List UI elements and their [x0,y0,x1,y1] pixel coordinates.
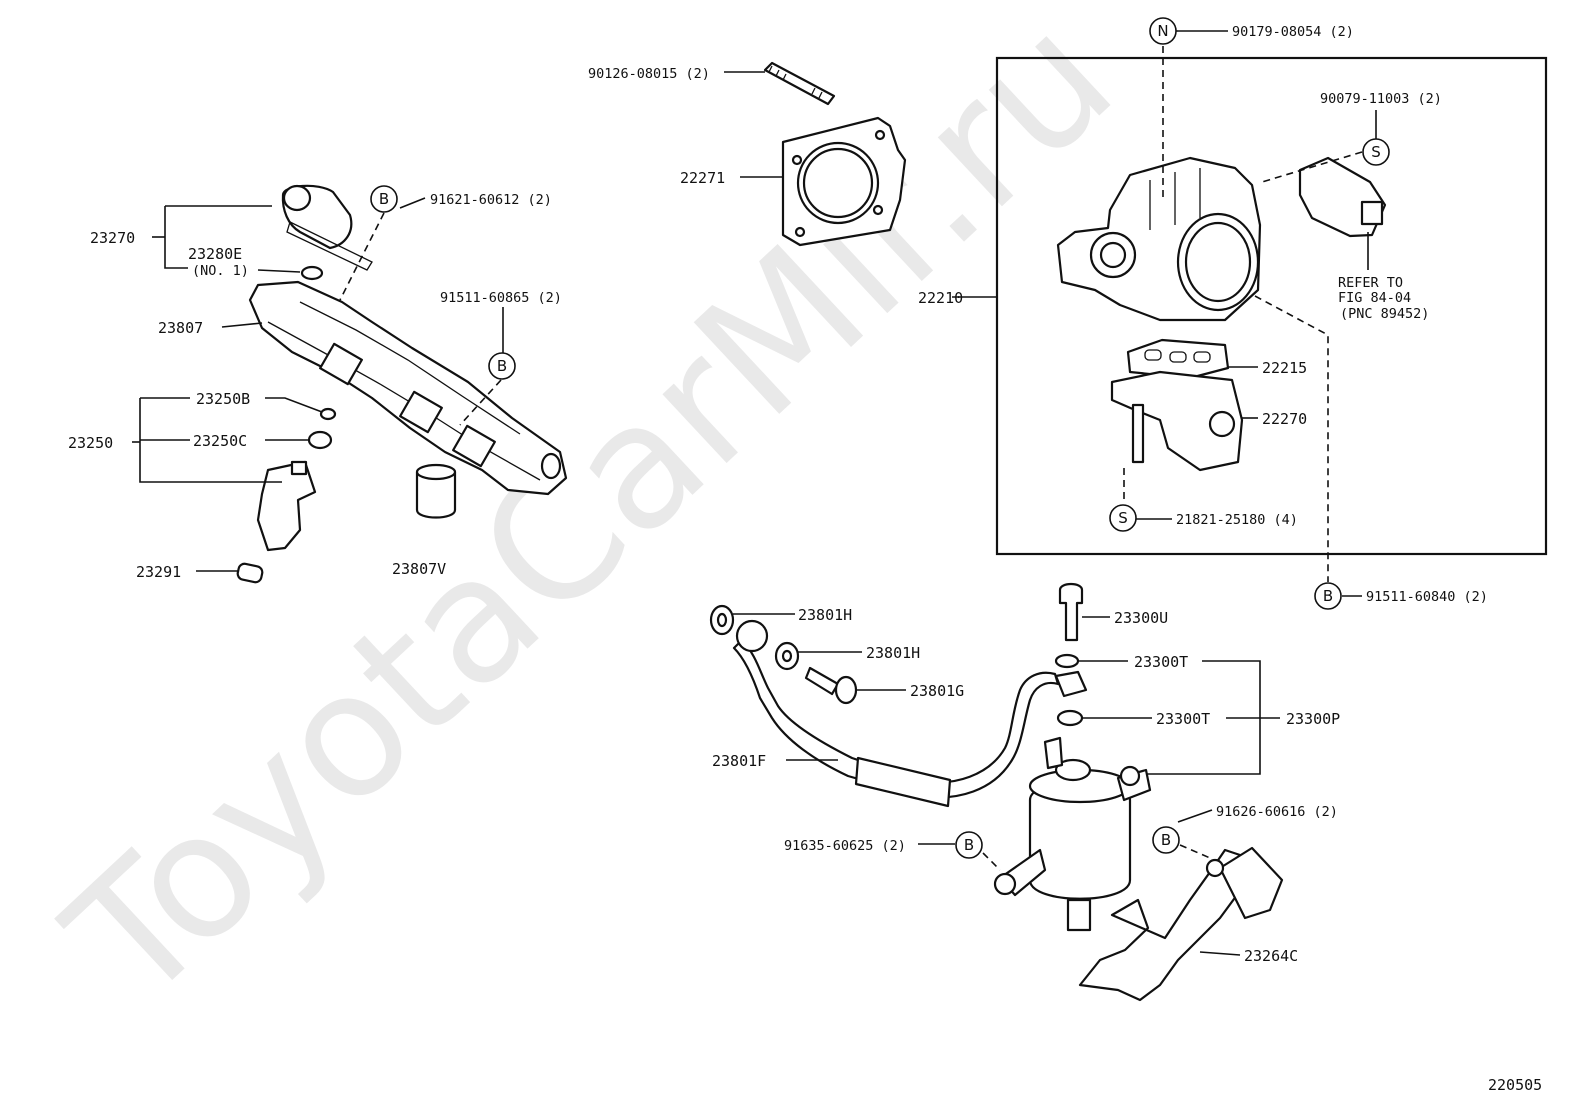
label-23807v: 23807V [392,560,446,578]
o-ring-23250b-drawing [319,407,337,421]
badge-b-5: B [1152,826,1180,854]
bottom-leaders [733,613,1280,956]
label-23250: 23250 [68,434,113,452]
filter-bolt-drawing [1058,582,1084,642]
label-23801h-1: 23801H [798,606,852,624]
figure-number: 220505 [1488,1076,1542,1094]
badge-n: N [1149,17,1177,45]
filter-gasket-2-drawing [1056,709,1084,727]
label-23801f: 23801F [712,752,766,770]
label-22210: 22210 [918,289,963,307]
fuel-rail-group [236,184,568,584]
filter-bracket-drawing [1078,848,1257,1002]
label-21821: 21821-25180 (4) [1176,512,1298,528]
svg-text:B: B [497,357,507,375]
insulator-23250c-drawing [307,430,333,450]
o-ring-23280e-drawing [300,265,324,281]
svg-text:B: B [1323,587,1333,605]
svg-text:S: S [1371,143,1381,161]
badge-b-2: B [488,352,516,380]
isc-valve-gasket-drawing [1126,338,1230,380]
svg-text:B: B [379,190,389,208]
throttle-gasket-group [724,61,907,247]
label-22270: 22270 [1262,410,1307,428]
label-22271: 22271 [680,169,725,187]
label-91511-60840: 91511-60840 (2) [1366,589,1488,605]
label-23300u: 23300U [1114,609,1168,627]
label-90179: 90179-08054 (2) [1232,24,1354,40]
label-91511-60865: 91511-60865 (2) [440,290,562,306]
grommet-23291-drawing [236,562,264,584]
label-91621: 91621-60612 (2) [430,192,552,208]
badge-b-1: B [370,185,398,213]
label-23801h-2: 23801H [866,644,920,662]
label-refer-3: (PNC 89452) [1340,306,1429,322]
idle-speed-control-valve-drawing [1110,370,1244,472]
label-91626: 91626-60616 (2) [1216,804,1338,820]
label-refer-1: REFER TO [1338,275,1403,291]
label-23300t-1: 23300T [1134,653,1188,671]
label-23250c: 23250C [193,432,247,450]
badge-b-4: B [955,831,983,859]
label-22215: 22215 [1262,359,1307,377]
svg-text:S: S [1118,509,1128,527]
badge-b-3: B [1314,582,1342,610]
fuel-hose-drawing [732,638,1060,799]
filter-gasket-1-drawing [1054,653,1080,669]
label-23300p: 23300P [1286,710,1340,728]
label-23280e: 23280E [188,245,242,263]
label-23264c: 23264C [1244,947,1298,965]
label-23801g: 23801G [910,682,964,700]
label-90079: 90079-11003 (2) [1320,91,1442,107]
label-23270: 23270 [90,229,135,247]
label-23291: 23291 [136,563,181,581]
stud-bolt-drawing [763,61,836,106]
left-leaders [132,197,504,572]
injector-drawing [256,460,317,552]
label-23280e-note: (NO. 1) [192,263,249,279]
badge-s-2: S [1109,504,1137,532]
label-90126: 90126-08015 (2) [588,66,710,82]
label-91635: 91635-60625 (2) [784,838,906,854]
label-refer-2: FIG 84-04 [1338,290,1411,306]
throttle-body-assy-frame [995,56,1548,556]
svg-text:B: B [1161,831,1171,849]
svg-text:N: N [1157,22,1168,40]
throttle-body-group [1056,156,1387,472]
badge-s-1: S [1362,138,1390,166]
right-leaders [952,30,1377,597]
label-23250b: 23250B [196,390,250,408]
union-bolt-drawing [804,666,840,696]
label-23807: 23807 [158,319,203,337]
watermark: ToyotaCarMir.ru [30,0,1150,1041]
label-23300t-2: 23300T [1156,710,1210,728]
fuel-filter-group [709,582,1284,1002]
svg-text:B: B [964,836,974,854]
